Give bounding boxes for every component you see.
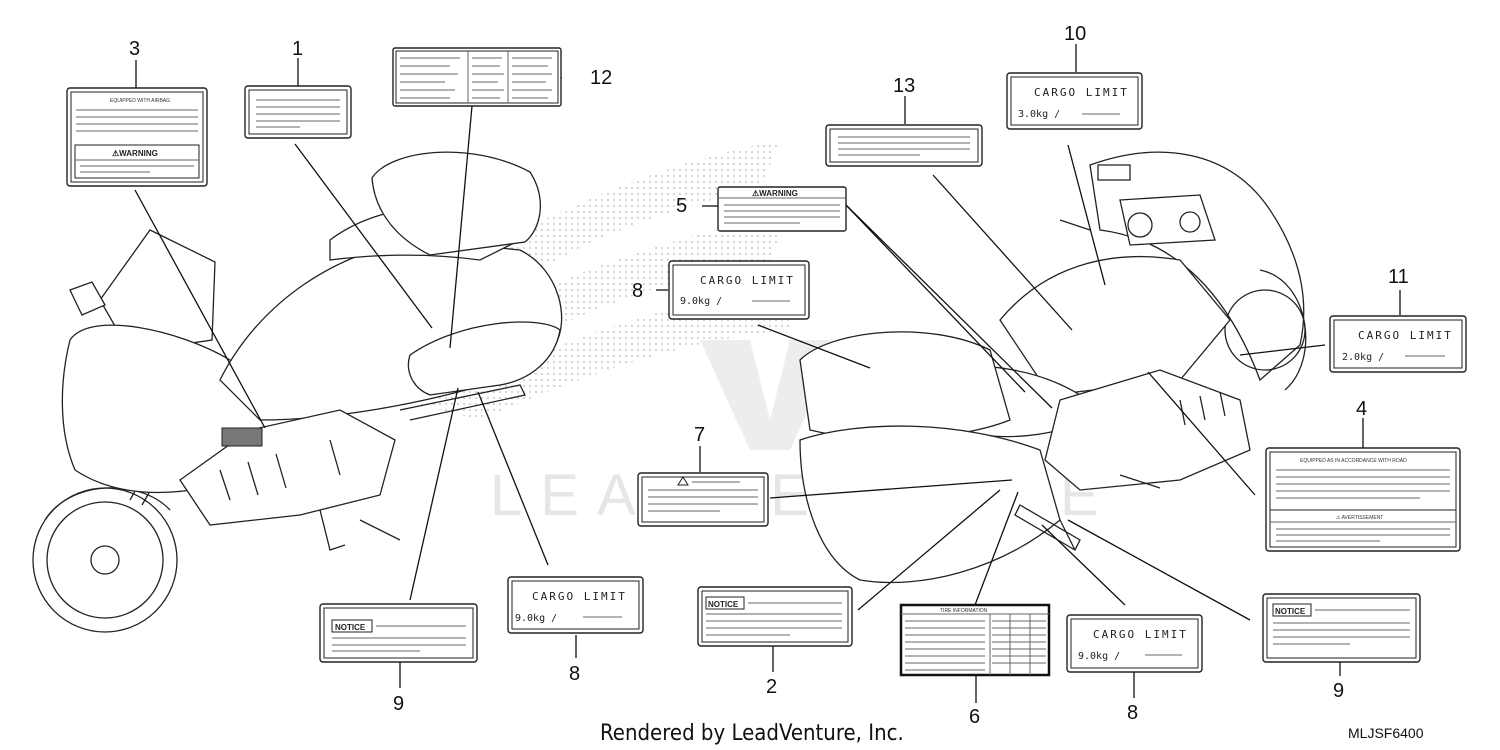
label-8-cargo-limit-b: CARGO LIMIT 9.0kg / — [507, 576, 644, 634]
callout-13: 13 — [893, 75, 915, 97]
label-7 — [637, 472, 769, 527]
airbag-label-text: EQUIPPED WITH AIRBAG — [110, 98, 170, 104]
cargo-limit-text: CARGO LIMIT — [700, 274, 795, 287]
cargo-limit-value: 9.0kg / — [680, 296, 722, 307]
notice-text: NOTICE — [335, 623, 366, 632]
label-6-tire-information: TIRE INFORMATION — [899, 603, 1051, 677]
label-13 — [825, 124, 983, 167]
notice-text: NOTICE — [1275, 607, 1306, 616]
label-8-cargo-limit-c: CARGO LIMIT 9.0kg / — [1066, 614, 1203, 673]
label-3-airbag-warning: EQUIPPED WITH AIRBAG ⚠WARNING — [66, 87, 208, 187]
callout-9-b: 9 — [1333, 680, 1344, 702]
label-8-cargo-limit-a: CARGO LIMIT 9.0kg / — [668, 260, 810, 320]
diagram-code: MLJSF6400 — [1348, 725, 1424, 741]
cargo-limit-value: 2.0kg / — [1342, 352, 1384, 363]
callout-2: 2 — [766, 676, 777, 698]
callout-12: 12 — [590, 67, 612, 89]
tire-info-text: TIRE INFORMATION — [940, 608, 988, 614]
motorcycle-left-view — [32, 151, 563, 633]
cargo-limit-value: 9.0kg / — [515, 613, 557, 624]
label-2-notice: NOTICE — [697, 586, 853, 647]
compliance-text: EQUIPPED AS IN ACCORDANCE WITH ROAD — [1300, 458, 1407, 464]
label-5-warning: ⚠WARNING — [717, 186, 847, 232]
warning-text: ⚠WARNING — [752, 189, 798, 198]
callout-10: 10 — [1064, 23, 1086, 45]
label-9-notice-b: NOTICE — [1262, 593, 1421, 663]
callout-7: 7 — [694, 424, 705, 446]
cargo-limit-value: 9.0kg / — [1078, 651, 1120, 662]
callout-11: 11 — [1388, 266, 1409, 288]
callout-8-a: 8 — [632, 280, 643, 302]
cargo-limit-text: CARGO LIMIT — [532, 590, 627, 603]
label-1 — [244, 85, 352, 139]
callout-8-c: 8 — [1127, 702, 1138, 724]
callout-1: 1 — [292, 38, 303, 60]
cargo-limit-text: CARGO LIMIT — [1093, 628, 1188, 641]
label-9-notice-a: NOTICE — [319, 603, 478, 663]
callout-5: 5 — [676, 195, 687, 217]
cargo-limit-value: 3.0kg / — [1018, 109, 1060, 120]
credit-text: Rendered by LeadVenture, Inc. — [600, 721, 904, 746]
warning-text: ⚠WARNING — [112, 149, 158, 158]
callout-3: 3 — [129, 38, 140, 60]
label-11-cargo-limit: CARGO LIMIT 2.0kg / — [1329, 315, 1467, 373]
label-4-compliance: EQUIPPED AS IN ACCORDANCE WITH ROAD ⚠ AV… — [1265, 447, 1461, 552]
label-10-cargo-limit: CARGO LIMIT 3.0kg / — [1006, 72, 1143, 130]
notice-text: NOTICE — [708, 600, 739, 609]
label-12-spec-table — [392, 47, 562, 107]
cargo-limit-text: CARGO LIMIT — [1034, 86, 1129, 99]
leader-lines — [134, 44, 1401, 703]
motorcycle-right-view — [799, 151, 1307, 584]
callout-8-b: 8 — [569, 663, 580, 685]
cargo-limit-text: CARGO LIMIT — [1358, 329, 1453, 342]
warning-triangle-icon — [677, 476, 689, 486]
callout-9-a: 9 — [393, 693, 404, 715]
callout-4: 4 — [1356, 398, 1367, 420]
callout-6: 6 — [969, 706, 980, 728]
avertissement-text: ⚠ AVERTISSEMENT — [1336, 515, 1383, 521]
callout-numbers: 3 1 12 5 8 10 13 11 4 7 8 9 2 6 8 9 — [129, 23, 1409, 728]
